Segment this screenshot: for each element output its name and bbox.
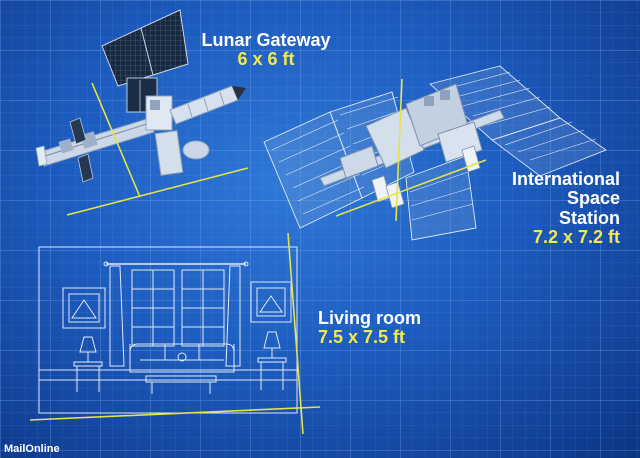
iss-illustration bbox=[263, 65, 607, 241]
gateway-height-line bbox=[91, 82, 141, 198]
picture-frame-left bbox=[62, 287, 106, 329]
iss-dimensions: 7.2 x 7.2 ft bbox=[532, 227, 620, 248]
gateway-dimensions: 6 x 6 ft bbox=[237, 49, 295, 70]
living-room-dimensions: 7.5 x 7.5 ft bbox=[318, 327, 406, 348]
iss-height-line bbox=[395, 78, 403, 222]
gateway-label: Lunar Gateway 6 x 6 ft bbox=[197, 30, 335, 70]
living-room-height-line bbox=[287, 232, 304, 435]
source-credit: MailOnline bbox=[4, 443, 60, 455]
picture-frame-right bbox=[250, 281, 292, 323]
iss-label: International Space Station 7.2 x 7.2 ft bbox=[460, 169, 620, 248]
living-room-title: Living room bbox=[318, 308, 421, 328]
sofa bbox=[129, 344, 235, 373]
living-room-label: Living room 7.5 x 7.5 ft bbox=[318, 308, 468, 348]
iss-title-line-3: Station bbox=[559, 207, 620, 228]
iss-title-line-1: International bbox=[511, 169, 620, 189]
gateway-solar-array bbox=[101, 9, 189, 87]
gateway-width-line bbox=[66, 167, 249, 216]
coffee-table bbox=[145, 375, 217, 383]
lamp-left bbox=[79, 336, 97, 353]
iss-title-line-2: Space bbox=[566, 188, 620, 209]
iss-modules bbox=[365, 107, 425, 169]
lamp-right bbox=[263, 331, 281, 349]
living-room-width-line bbox=[29, 406, 321, 421]
iss-width-line bbox=[335, 159, 487, 217]
living-room-illustration bbox=[38, 246, 298, 414]
lunar-gateway-illustration bbox=[35, 9, 246, 183]
gateway-title: Lunar Gateway bbox=[201, 30, 331, 50]
